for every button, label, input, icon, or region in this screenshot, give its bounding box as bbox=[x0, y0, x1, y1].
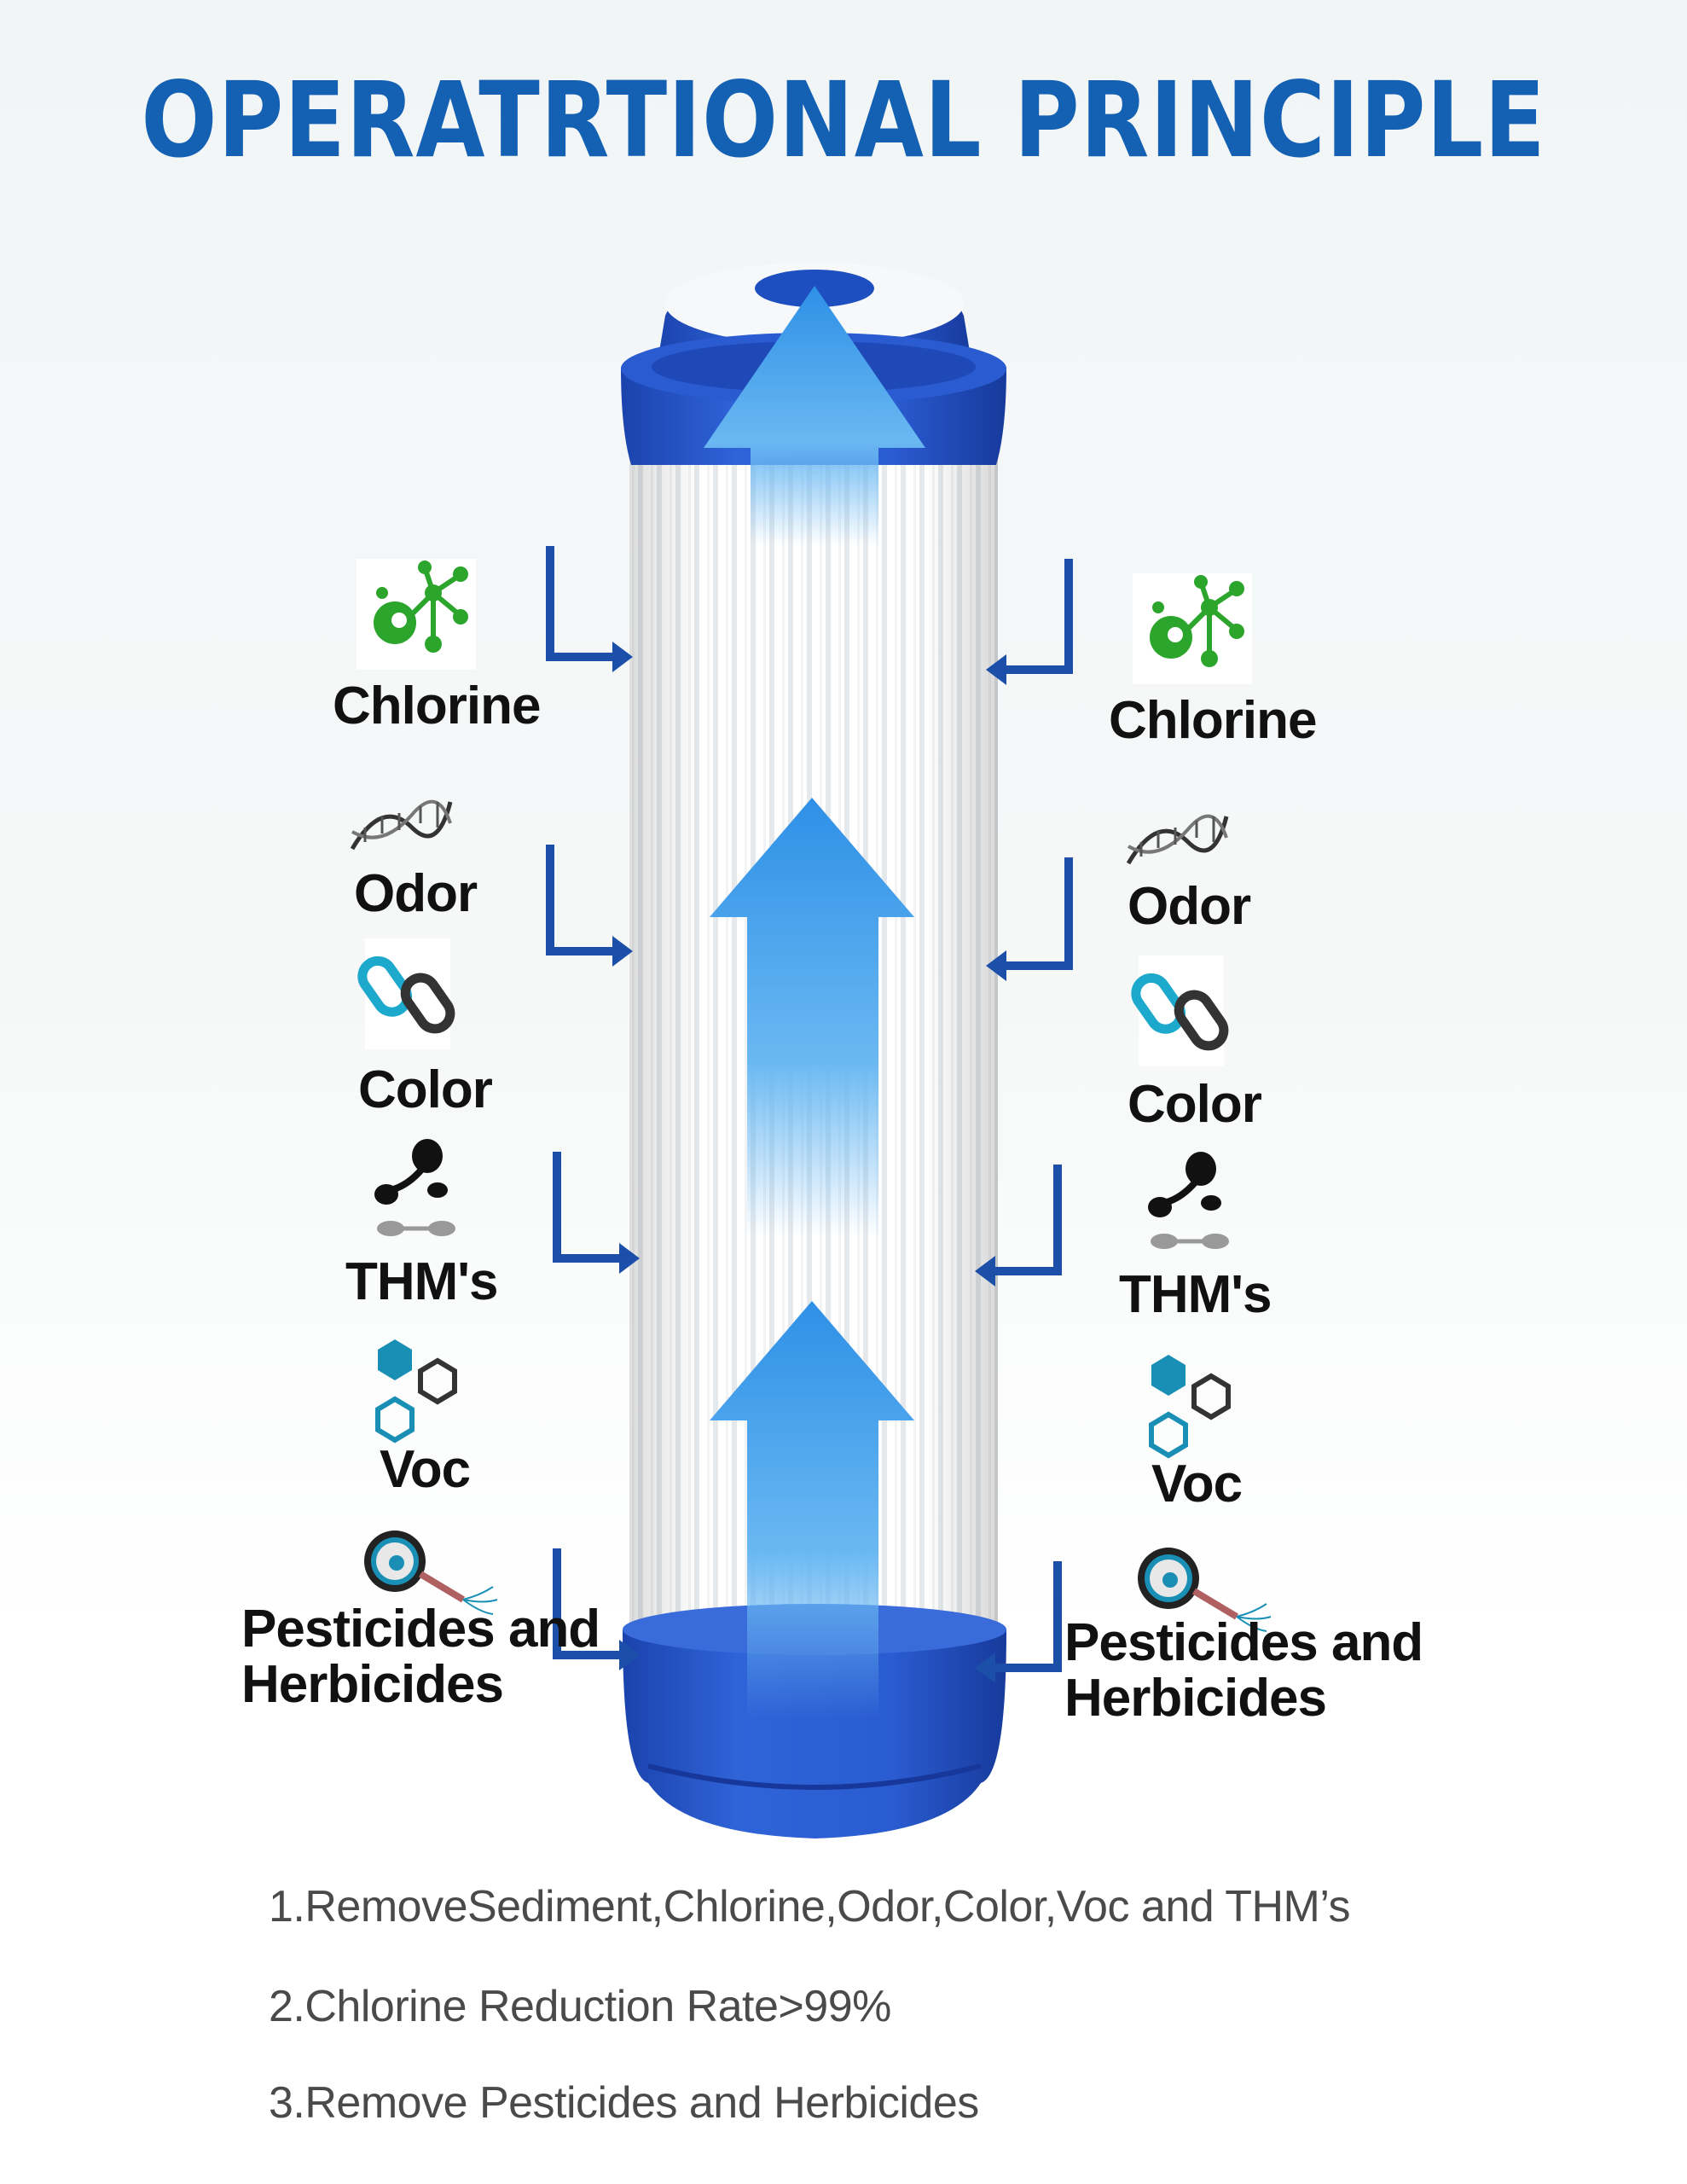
inflow-arrow-right-2 bbox=[1000, 857, 1073, 970]
dna-icon bbox=[1126, 814, 1229, 865]
contaminant-label-color-right: Color bbox=[1128, 1075, 1262, 1134]
chain-link-icon bbox=[1131, 956, 1229, 1066]
blob-molecule-icon bbox=[1148, 1152, 1229, 1249]
contaminant-label-chlorine-right: Chlorine bbox=[1109, 691, 1317, 750]
contaminant-label-thms-right: THM's bbox=[1119, 1265, 1272, 1324]
contaminant-label-thms-left: THM's bbox=[345, 1252, 499, 1311]
cell-icon bbox=[364, 1531, 498, 1615]
inflow-arrow-right-3 bbox=[989, 1165, 1062, 1275]
molecule-icon bbox=[357, 559, 476, 670]
flow-arrow-bottom bbox=[710, 1301, 914, 1719]
label-line-2: Herbicides bbox=[1064, 1669, 1327, 1728]
contaminant-label-odor-right: Odor bbox=[1128, 877, 1251, 936]
chain-link-icon bbox=[357, 938, 455, 1049]
contaminant-label-voc-right: Voc bbox=[1151, 1455, 1243, 1513]
contaminant-label-chlorine-left: Chlorine bbox=[333, 677, 541, 735]
molecule-icon bbox=[1133, 573, 1252, 684]
feature-note-3: 3.Remove Pesticides and Herbicides bbox=[269, 2078, 979, 2128]
blob-molecule-icon bbox=[374, 1139, 455, 1236]
hexagon-icon bbox=[375, 1339, 457, 1443]
hexagon-icon bbox=[1149, 1355, 1231, 1459]
contaminant-label-color-left: Color bbox=[358, 1060, 493, 1119]
inflow-arrow-right-4 bbox=[989, 1561, 1062, 1672]
inflow-arrow-left-4 bbox=[553, 1548, 625, 1659]
contaminant-label-odor-left: Odor bbox=[354, 864, 478, 923]
contaminant-label-pesticides-left: Pesticides and Herbicides bbox=[241, 1601, 600, 1712]
flow-arrow-top bbox=[704, 286, 925, 546]
inflow-arrow-left-1 bbox=[546, 546, 618, 661]
bottom-cap bbox=[623, 1604, 1006, 1838]
feature-note-1: 1.RemoveSediment,Chlorine,Odor,Color,Voc… bbox=[269, 1882, 1350, 1931]
inflow-arrow-left-3 bbox=[553, 1152, 625, 1263]
label-line-1: Pesticides and bbox=[1064, 1613, 1423, 1672]
contaminant-label-pesticides-right: Pesticides and Herbicides bbox=[1064, 1615, 1423, 1726]
contaminant-label-voc-left: Voc bbox=[380, 1440, 471, 1499]
page-title: OPERATRTIONAL PRINCIPLE bbox=[141, 60, 1546, 181]
label-line-2: Herbicides bbox=[241, 1655, 504, 1715]
dna-icon bbox=[350, 799, 453, 851]
feature-note-2: 2.Chlorine Reduction Rate>99% bbox=[269, 1982, 891, 2031]
label-line-1: Pesticides and bbox=[241, 1600, 600, 1658]
inflow-arrow-right-1 bbox=[1000, 559, 1073, 674]
flow-arrow-middle bbox=[710, 798, 914, 1237]
cell-icon bbox=[1138, 1548, 1272, 1632]
inflow-arrow-left-2 bbox=[546, 845, 618, 956]
